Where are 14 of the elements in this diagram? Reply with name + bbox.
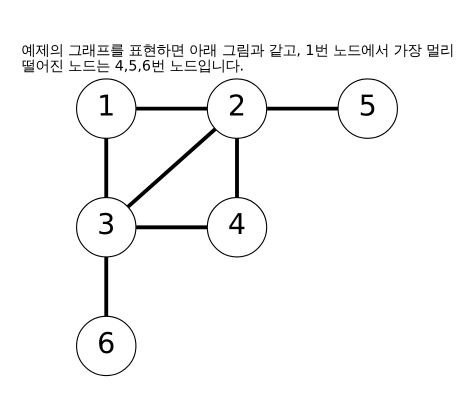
diagram-title: 예제의 그래프를 표현하면 아래 그림과 같고, 1번 노드에서 가장 멀리 떨어진 노드는 4,5,6번 노드입니다. bbox=[22, 42, 454, 74]
connector bbox=[136, 106, 208, 110]
connector bbox=[235, 138, 239, 197]
node-circle: 5 bbox=[338, 78, 398, 138]
connector bbox=[267, 106, 338, 110]
node-circle: 3 bbox=[76, 196, 136, 257]
connector bbox=[126, 127, 216, 208]
connector bbox=[104, 256, 108, 316]
node-circle: 6 bbox=[76, 315, 136, 376]
node-circle: 1 bbox=[76, 78, 136, 138]
connector bbox=[104, 138, 108, 197]
node-circle: 2 bbox=[206, 78, 268, 138]
connector bbox=[136, 224, 208, 229]
node-circle: 4 bbox=[206, 196, 268, 257]
